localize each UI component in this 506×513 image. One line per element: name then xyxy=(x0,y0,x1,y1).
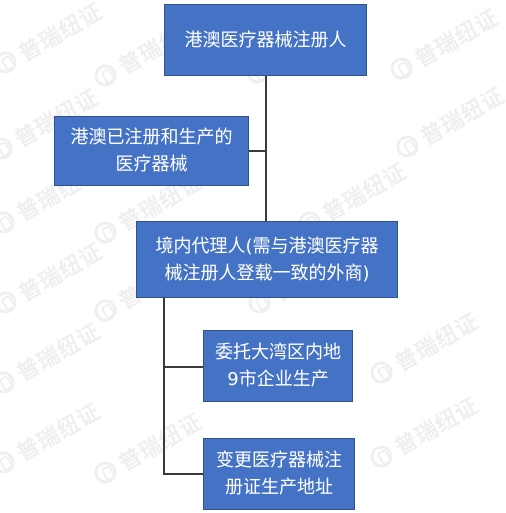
watermark: 普瑞纽证 xyxy=(0,394,106,482)
connector-gba-branch xyxy=(163,366,203,368)
node-root: 港澳医疗器械注册人 xyxy=(164,4,367,76)
watermark-logo-icon xyxy=(90,457,121,488)
connector-agent-trunk xyxy=(163,298,165,475)
node-hk-macao-registered-line1: 港澳已注册和生产的 xyxy=(70,127,233,148)
watermark-logo-icon xyxy=(0,133,17,164)
node-domestic-agent-line2: 械注册人登载一致的外商) xyxy=(164,262,370,284)
node-gba-production: 委托大湾区内地 9市企业生产 xyxy=(203,330,353,402)
watermark-logo-icon xyxy=(90,217,121,248)
watermark-logo-icon xyxy=(0,47,21,78)
watermark: 普瑞纽证 xyxy=(364,388,484,476)
connector-change-branch xyxy=(163,473,203,475)
watermark: 普瑞纽证 xyxy=(364,304,484,392)
watermark-logo-icon xyxy=(90,60,121,91)
watermark-logo-icon xyxy=(366,357,397,388)
node-domestic-agent-line1: 境内代理人(需与港澳医疗器 xyxy=(155,235,379,257)
watermark: 普瑞纽证 xyxy=(390,78,506,166)
watermark-logo-icon xyxy=(366,441,397,472)
watermark: 普瑞纽证 xyxy=(384,0,504,88)
watermark: 普瑞纽证 xyxy=(0,0,108,82)
watermark: 普瑞纽证 xyxy=(88,404,208,492)
node-root-label: 港澳医疗器械注册人 xyxy=(184,29,347,51)
watermark-logo-icon xyxy=(0,207,19,238)
watermark-logo-icon xyxy=(386,53,417,84)
node-hk-macao-registered: 港澳已注册和生产的 医疗器械 xyxy=(54,116,249,186)
node-domestic-agent: 境内代理人(需与港澳医疗器 械注册人登载一致的外商) xyxy=(136,221,398,298)
connector-registered-branch xyxy=(249,150,267,152)
node-hk-macao-registered-line2: 医疗器械 xyxy=(115,154,188,175)
node-gba-production-line1: 委托大湾区内地 xyxy=(215,342,341,363)
node-change-address: 变更医疗器械注 册证生产地址 xyxy=(203,438,355,510)
node-gba-production-line2: 9市企业生产 xyxy=(227,369,329,390)
watermark-logo-icon xyxy=(0,367,19,398)
watermark: 普瑞纽证 xyxy=(0,314,106,402)
watermark: 普瑞纽证 xyxy=(0,234,108,322)
node-change-address-line2: 册证生产地址 xyxy=(225,477,333,498)
connector-root-trunk xyxy=(265,76,267,221)
watermark-logo-icon xyxy=(0,287,21,318)
watermark-logo-icon xyxy=(90,295,121,326)
node-change-address-line1: 变更医疗器械注 xyxy=(216,450,342,471)
watermark-logo-icon xyxy=(0,447,19,478)
watermark-logo-icon xyxy=(392,131,423,162)
